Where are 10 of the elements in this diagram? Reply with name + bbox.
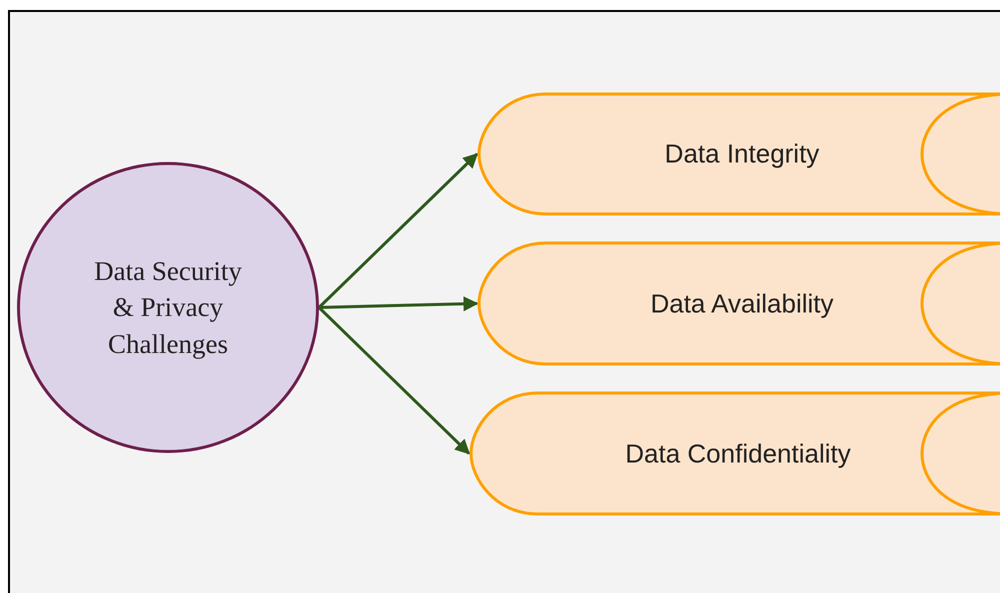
node-label: Data Security & Privacy Challenges (93, 254, 243, 361)
node-label: Data Availability (650, 288, 834, 319)
node-label: Data Confidentiality (625, 438, 851, 469)
scroll-shape (477, 92, 1000, 216)
arrow (318, 152, 478, 309)
arrow (318, 296, 478, 312)
arrow (318, 306, 470, 455)
scroll-shape (477, 241, 1000, 366)
scroll-shape (469, 391, 1000, 516)
node-label: Data Integrity (664, 138, 820, 170)
